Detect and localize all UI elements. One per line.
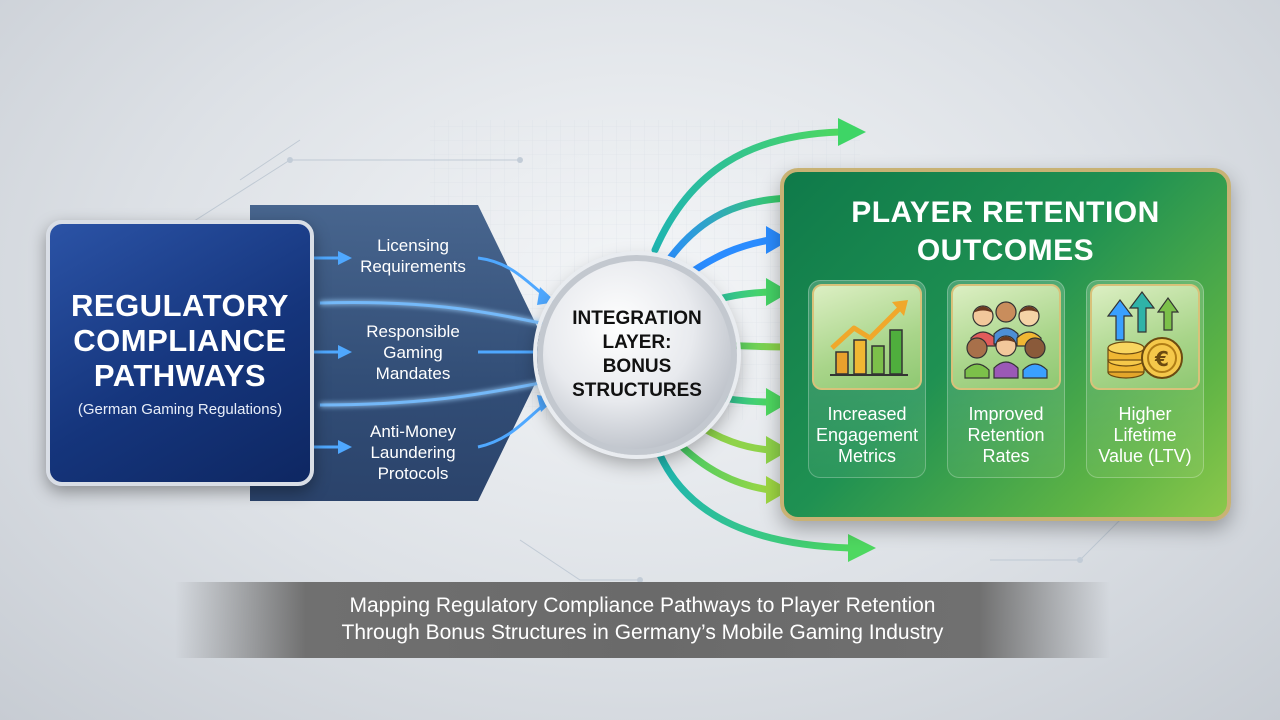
integration-layer-hub: INTEGRATION LAYER: BONUS STRUCTURES [537, 255, 737, 455]
outcome-card-retention: Improved Retention Rates [947, 280, 1065, 478]
regulatory-compliance-title: REGULATORY COMPLIANCE PATHWAYS [71, 288, 289, 393]
integration-layer-label: INTEGRATION LAYER: BONUS STRUCTURES [572, 308, 702, 401]
people-group-icon [951, 284, 1061, 390]
regulatory-compliance-subtitle: (German Gaming Regulations) [77, 401, 283, 418]
svg-text:€: € [1154, 347, 1169, 371]
outcome-card-lifetime-value: € Higher Lifetime Value (LTV) [1086, 280, 1204, 478]
outcome-label-lifetime-value: Higher Lifetime Value (LTV) [1098, 404, 1192, 466]
regulatory-compliance-panel: REGULATORY COMPLIANCE PATHWAYS (German G… [46, 220, 314, 486]
outcome-label-engagement: Increased Engagement Metrics [815, 404, 919, 466]
bar-chart-growth-icon [812, 284, 922, 390]
pathway-anti-money-laundering: Anti-Money Laundering Protocols [370, 422, 456, 483]
outcome-card-engagement: Increased Engagement Metrics [808, 280, 926, 478]
euro-coins-arrows-icon: € [1090, 284, 1200, 390]
player-retention-panel: PLAYER RETENTION OUTCOMES Increased Enga… [780, 168, 1231, 521]
outcome-label-retention: Improved Retention Rates [967, 404, 1045, 466]
pathway-licensing: Licensing Requirements [360, 236, 466, 276]
diagram-caption: Mapping Regulatory Compliance Pathways t… [341, 594, 944, 644]
caption-bar [175, 582, 1110, 658]
pathway-responsible-gaming: Responsible Gaming Mandates [366, 322, 460, 383]
player-retention-title: PLAYER RETENTION OUTCOMES [851, 196, 1160, 267]
